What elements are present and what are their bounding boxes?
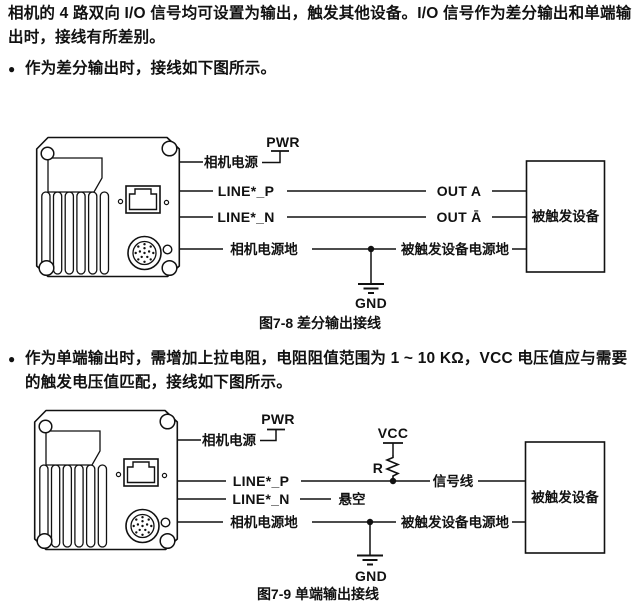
- gnd-label: GND: [355, 295, 387, 311]
- triggered-device-box: [525, 160, 606, 273]
- bullet-item-differential: ● 作为差分输出时，接线如下图所示。: [8, 57, 632, 81]
- vcc-label: VCC: [378, 425, 408, 441]
- figure-caption-7-9: 图7-9 单端输出接线: [257, 586, 379, 602]
- ground-symbol: [358, 283, 384, 294]
- camera-power-ground-label: 相机电源地: [230, 241, 298, 257]
- triggered-device-box: [524, 441, 606, 554]
- bullet-icon: ●: [8, 62, 16, 76]
- triggered-device-ground-label: 被触发设备电源地: [401, 241, 509, 257]
- bullet-text-single-ended: 作为单端输出时，需增加上拉电阻，电阻阻值范围为 1 ~ 10 KΩ，VCC 电压…: [25, 350, 628, 391]
- junction-dot: [367, 245, 375, 253]
- junction-dot: [389, 477, 397, 485]
- figure-caption-7-8: 图7-8 差分输出接线: [259, 315, 381, 331]
- bullet-item-single-ended: ● 作为单端输出时，需增加上拉电阻，电阻阻值范围为 1 ~ 10 KΩ，VCC …: [8, 347, 632, 394]
- out-a-inverted-label: OUT Ā: [436, 209, 481, 225]
- resistor-label: R: [373, 460, 383, 476]
- bullet-icon: ●: [8, 352, 16, 366]
- ground-symbol: [357, 554, 383, 566]
- camera-power-label: 相机电源: [202, 432, 256, 448]
- line-n-label: LINE*_N: [217, 209, 274, 225]
- camera-power-label: 相机电源: [204, 154, 258, 170]
- camera-power-ground-label: 相机电源地: [230, 514, 298, 530]
- line-p-label: LINE*_P: [218, 183, 275, 199]
- pwr-label: PWR: [261, 411, 295, 427]
- camera-illustration: [33, 409, 179, 551]
- wiring-lines: [180, 150, 526, 284]
- bullet-text-differential: 作为差分输出时，接线如下图所示。: [25, 60, 277, 77]
- intro-paragraph: 相机的 4 路双向 I/O 信号均可设置为输出，触发其他设备。I/O 信号作为差…: [8, 5, 632, 46]
- floating-label: 悬空: [339, 491, 366, 507]
- line-p-label: LINE*_P: [233, 473, 290, 489]
- triggered-device-ground-label: 被触发设备电源地: [401, 514, 509, 530]
- diagram-single-ended-output: PWR 相机电源 VCC R LINE*_P 信号线 LINE*_N 悬空 相机…: [33, 409, 606, 602]
- gnd-label: GND: [355, 568, 387, 584]
- diagram-differential-output: PWR 相机电源 LINE*_P OUT A LINE*_N OUT Ā 相机电…: [35, 134, 606, 331]
- out-a-label: OUT A: [437, 183, 482, 199]
- junction-dot: [366, 518, 374, 526]
- pwr-label: PWR: [266, 134, 300, 150]
- signal-line-label: 信号线: [433, 473, 474, 489]
- wiring-lines: [178, 428, 525, 556]
- triggered-device-label: 被触发设备: [532, 208, 600, 224]
- line-n-label: LINE*_N: [232, 491, 289, 507]
- camera-illustration: [35, 136, 181, 278]
- triggered-device-label: 被触发设备: [531, 489, 599, 505]
